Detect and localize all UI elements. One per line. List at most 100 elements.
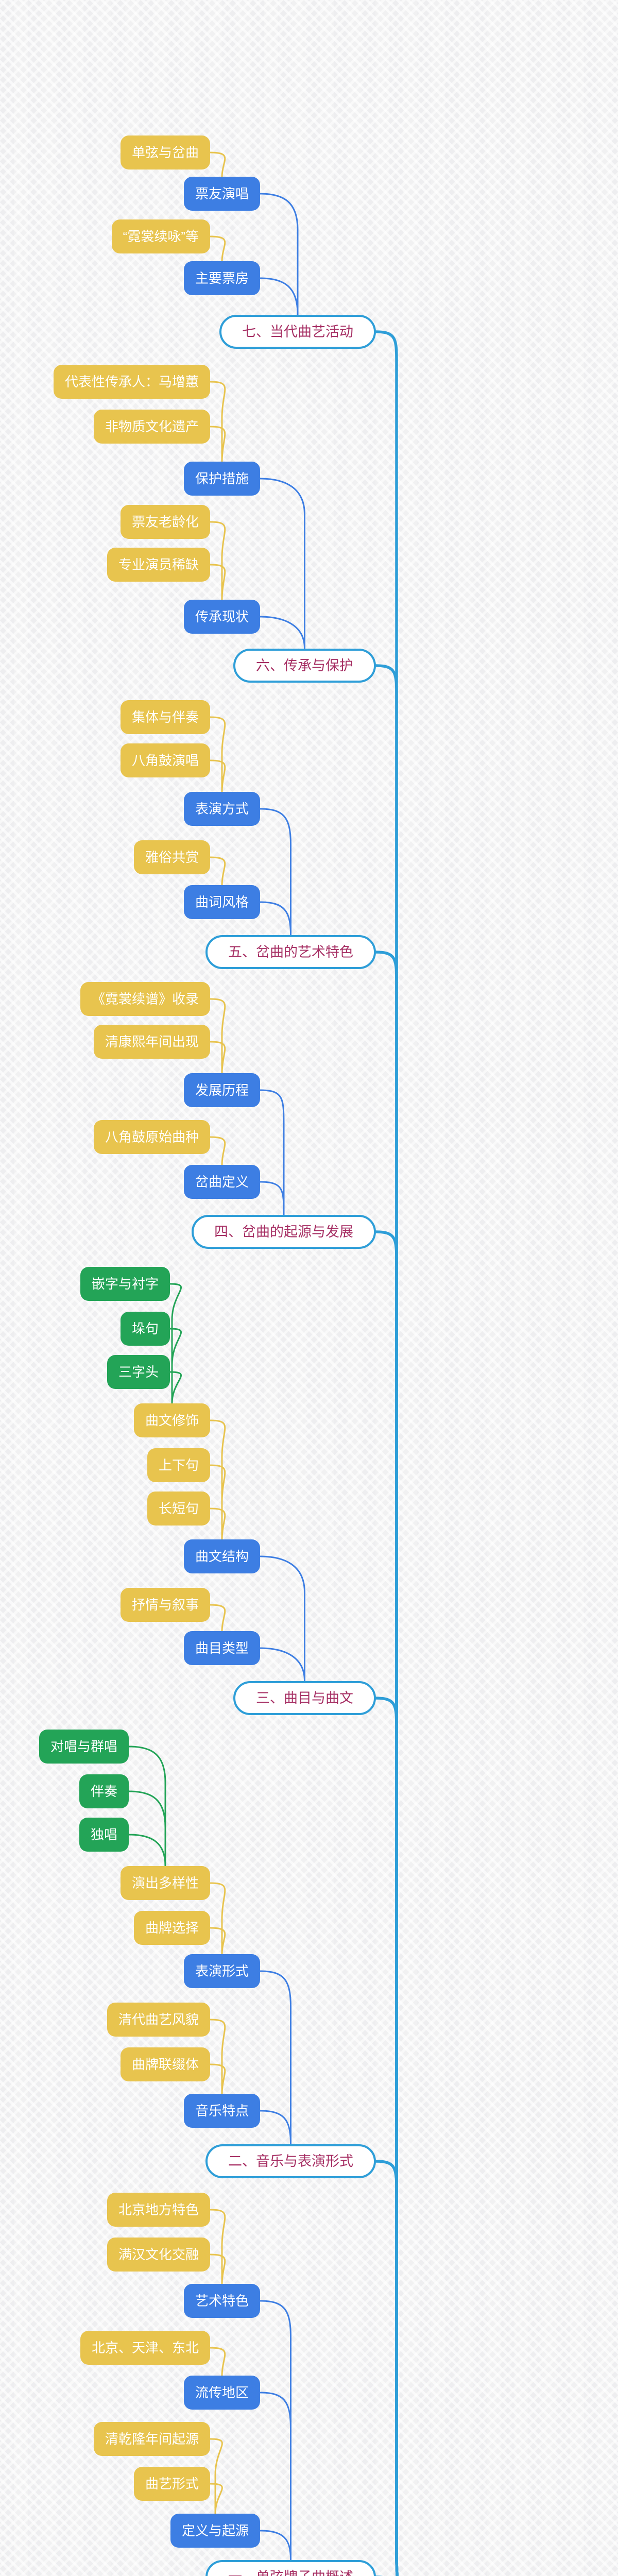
mindmap-node-det-2-3[interactable]: 清代曲艺风貌: [107, 2003, 210, 2037]
edge-det-3-1-to-sub-3-1: [209, 1419, 226, 1540]
mindmap-node-sub-4-1[interactable]: 发展历程: [183, 1073, 260, 1107]
edge-sub-5-1-to-main-5: [259, 808, 291, 936]
mindmap-node-sub-2-2[interactable]: 音乐特点: [183, 2094, 260, 2128]
mindmap-node-det-5-3[interactable]: 雅俗共赏: [133, 840, 210, 874]
mindmap-node-det-6-1[interactable]: 代表性传承人：马增蕙: [53, 365, 210, 399]
edge-sub-1-1-to-main-1: [259, 2300, 291, 2561]
edge-det-3-4-to-sub-3-2: [209, 1604, 226, 1632]
mindmap-node-sub-6-1[interactable]: 保护措施: [183, 462, 260, 496]
mindmap-node-sub-6-2[interactable]: 传承现状: [183, 600, 260, 634]
edge-det-4-2-to-sub-4-1: [209, 1041, 226, 1074]
mindmap-node-det-3-2[interactable]: 上下句: [147, 1448, 210, 1482]
mindmap-node-sub-1-3[interactable]: 定义与起源: [170, 2514, 260, 2548]
edge-sub-4-2-to-main-4: [259, 1181, 285, 1216]
mindmap-node-leaf-2-2[interactable]: 伴奏: [79, 1774, 129, 1808]
mindmap-node-sub-7-2[interactable]: 主要票房: [183, 261, 260, 295]
edge-leaf-3-1-to-det-3-1: [169, 1283, 182, 1404]
edge-det-4-3-to-sub-4-2: [209, 1136, 226, 1166]
edge-det-3-2-to-sub-3-1: [209, 1464, 226, 1540]
mindmap-node-main-1[interactable]: 一、单弦牌子曲概述: [205, 2560, 376, 2576]
edge-det-7-2-to-sub-7-2: [209, 235, 226, 262]
edge-det-2-1-to-sub-2-1: [209, 1882, 226, 1955]
mindmap-node-det-4-3[interactable]: 八角鼓原始曲种: [93, 1120, 210, 1154]
edge-sub-4-1-to-main-4: [259, 1089, 285, 1216]
edge-det-7-1-to-sub-7-1: [209, 151, 226, 178]
mindmap-node-main-6[interactable]: 六、传承与保护: [233, 649, 376, 683]
edge-leaf-3-2-to-det-3-1: [169, 1328, 182, 1404]
mindmap-node-det-5-2[interactable]: 八角鼓演唱: [120, 743, 210, 777]
mindmap-node-det-1-3[interactable]: 北京、天津、东北: [80, 2331, 210, 2365]
mindmap-node-sub-4-2[interactable]: 岔曲定义: [183, 1165, 260, 1199]
mindmap-node-leaf-3-1[interactable]: 嵌字与衬字: [80, 1267, 170, 1301]
edge-det-2-2-to-sub-2-1: [209, 1927, 226, 1955]
mindmap-node-sub-3-2[interactable]: 曲目类型: [183, 1631, 260, 1665]
mindmap-node-leaf-2-3[interactable]: 独唱: [79, 1818, 129, 1852]
mindmap-node-sub-2-1[interactable]: 表演形式: [183, 1954, 260, 1988]
edge-det-1-1-to-sub-1-1: [209, 2209, 226, 2285]
mindmap-node-det-1-5[interactable]: 曲艺形式: [133, 2467, 210, 2501]
mindmap-node-det-2-1[interactable]: 演出多样性: [120, 1866, 210, 1900]
mindmap-node-det-6-3[interactable]: 票友老龄化: [120, 505, 210, 539]
edge-det-6-4-to-sub-6-2: [209, 564, 226, 601]
mindmap-node-sub-7-1[interactable]: 票友演唱: [183, 177, 260, 211]
mindmap-node-det-1-4[interactable]: 清乾隆年间起源: [93, 2422, 210, 2456]
mindmap-node-sub-3-1[interactable]: 曲文结构: [183, 1539, 260, 1573]
edge-sub-3-1-to-main-3: [259, 1555, 305, 1682]
mindmap-node-leaf-2-1[interactable]: 对唱与群唱: [39, 1730, 129, 1764]
edge-sub-6-1-to-main-6: [259, 478, 305, 650]
edge-det-2-4-to-sub-2-2: [209, 2063, 226, 2095]
edge-det-1-4-to-sub-1-3: [209, 2438, 223, 2515]
edge-det-2-3-to-sub-2-2: [209, 2019, 226, 2095]
edge-main-2-to-root: [374, 2160, 399, 2576]
mindmap-node-sub-5-1[interactable]: 表演方式: [183, 792, 260, 826]
mindmap-node-det-4-2[interactable]: 清康熙年间出现: [93, 1025, 210, 1059]
edge-sub-1-2-to-main-1: [259, 2392, 291, 2561]
edge-det-1-2-to-sub-1-1: [209, 2253, 226, 2285]
edge-det-1-5-to-sub-1-3: [209, 2483, 223, 2515]
mindmap-node-det-1-2[interactable]: 满汉文化交融: [107, 2238, 210, 2272]
edge-sub-2-2-to-main-2: [259, 2110, 291, 2145]
mindmap-node-det-2-2[interactable]: 曲牌选择: [133, 1911, 210, 1945]
edge-det-4-1-to-sub-4-1: [209, 998, 226, 1074]
edge-sub-6-2-to-main-6: [259, 616, 305, 650]
edge-leaf-2-2-to-det-2-1: [128, 1790, 166, 1867]
mindmap-node-det-2-4[interactable]: 曲牌联缀体: [120, 2047, 210, 2081]
mindmap-node-main-5[interactable]: 五、岔曲的艺术特色: [205, 935, 376, 969]
edge-det-5-2-to-sub-5-1: [209, 759, 226, 793]
edge-sub-2-1-to-main-2: [259, 1970, 291, 2145]
mindmap-node-leaf-3-3[interactable]: 三字头: [107, 1355, 170, 1389]
mindmap-node-sub-1-1[interactable]: 艺术特色: [183, 2284, 260, 2318]
mindmap-node-det-7-1[interactable]: 单弦与岔曲: [120, 135, 210, 170]
edge-sub-7-2-to-main-7: [259, 277, 299, 316]
mindmap-node-det-4-1[interactable]: 《霓裳续谱》收录: [80, 982, 210, 1016]
mindmap-node-leaf-3-2[interactable]: 垛句: [120, 1312, 170, 1346]
mindmap-node-main-4[interactable]: 四、岔曲的起源与发展: [192, 1215, 376, 1249]
edge-det-3-3-to-sub-3-1: [209, 1507, 226, 1540]
mindmap-node-det-3-3[interactable]: 长短句: [147, 1492, 210, 1526]
edge-det-6-2-to-sub-6-1: [209, 426, 226, 463]
edge-sub-5-2-to-main-5: [259, 901, 291, 936]
mindmap-node-main-3[interactable]: 三、曲目与曲文: [233, 1681, 376, 1715]
mindmap-node-main-2[interactable]: 二、音乐与表演形式: [205, 2144, 376, 2178]
mindmap-node-main-7[interactable]: 七、当代曲艺活动: [219, 315, 376, 349]
mindmap-node-det-6-4[interactable]: 专业演员稀缺: [107, 548, 210, 582]
edge-sub-3-2-to-main-3: [259, 1647, 305, 1682]
edge-det-5-3-to-sub-5-2: [209, 856, 226, 886]
edge-det-6-1-to-sub-6-1: [209, 381, 226, 463]
edge-det-1-3-to-sub-1-2: [209, 2347, 226, 2377]
mindmap-node-det-1-1[interactable]: 北京地方特色: [107, 2193, 210, 2227]
edge-sub-1-3-to-main-1: [259, 2530, 291, 2561]
mindmap-node-det-3-4[interactable]: 抒情与叙事: [120, 1588, 210, 1622]
mindmap-node-det-3-1[interactable]: 曲文修饰: [133, 1403, 210, 1437]
edge-leaf-3-3-to-det-3-1: [169, 1371, 182, 1404]
edge-det-6-3-to-sub-6-2: [209, 521, 226, 601]
mindmap-node-det-5-1[interactable]: 集体与伴奏: [120, 700, 210, 734]
mindmap-node-det-6-2[interactable]: 非物质文化遗产: [93, 410, 210, 444]
mindmap-node-det-7-2[interactable]: “霓裳续咏”等: [111, 219, 210, 253]
mindmap-node-sub-1-2[interactable]: 流传地区: [183, 2376, 260, 2410]
edge-leaf-2-3-to-det-2-1: [128, 1834, 166, 1867]
edge-sub-7-1-to-main-7: [259, 193, 299, 316]
mindmap-node-sub-5-2[interactable]: 曲词风格: [183, 885, 260, 919]
